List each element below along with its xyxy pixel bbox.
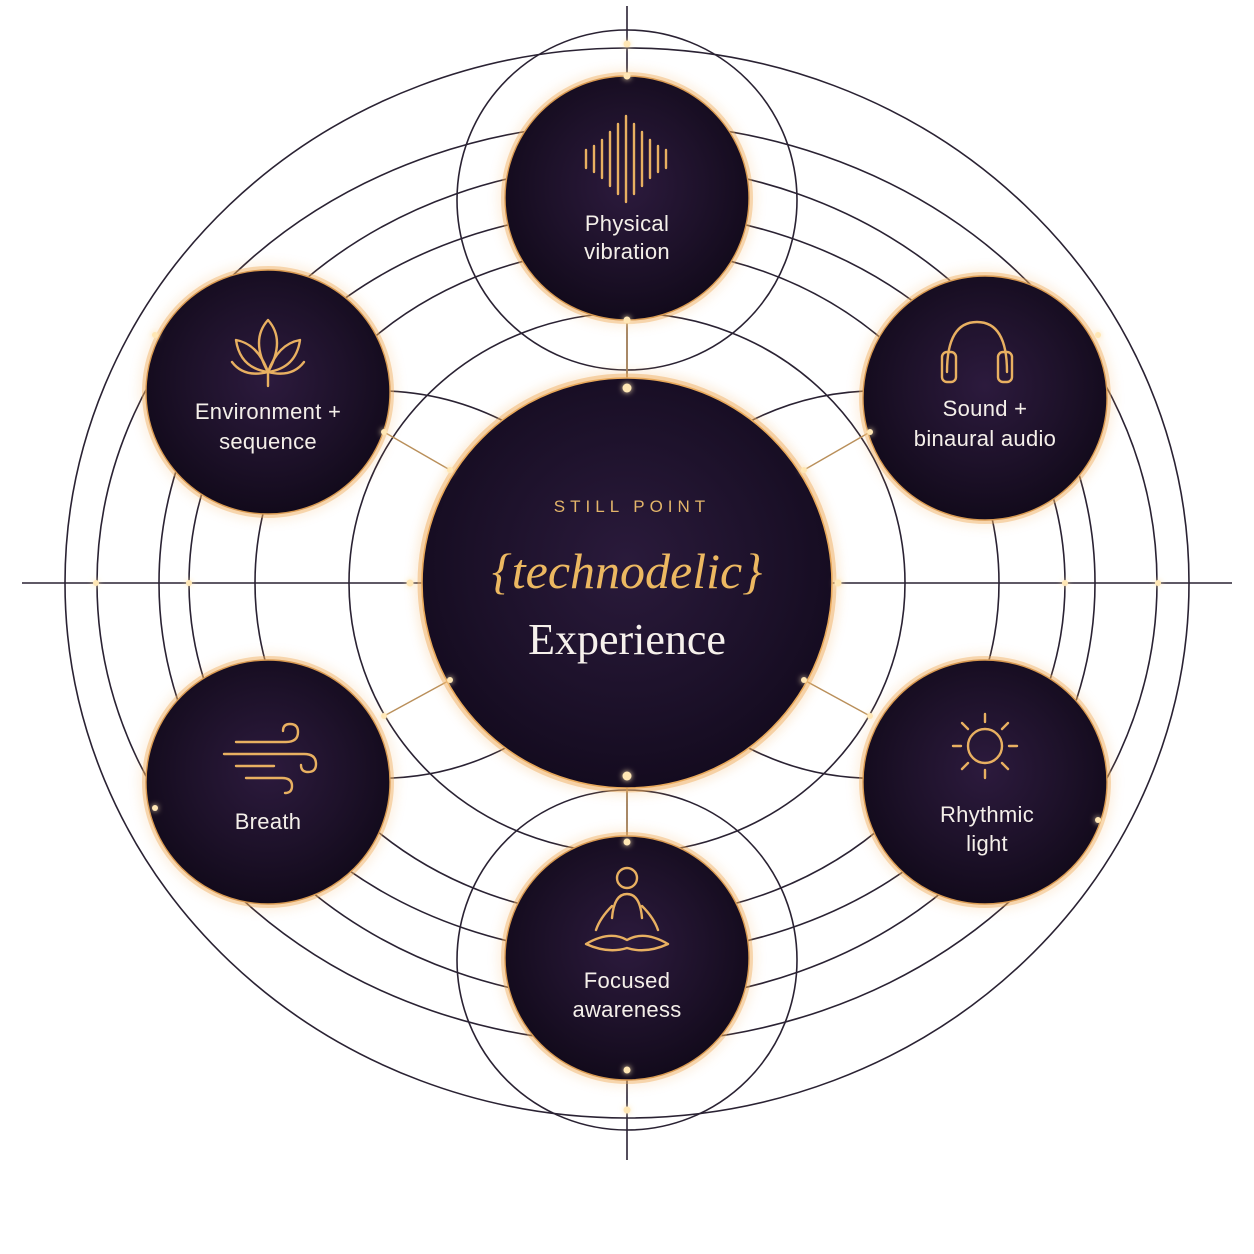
node-label-line-1: Physical [585,211,669,236]
spoke-upper-right [803,431,871,471]
sparkle [623,1106,631,1114]
lotus-icon [230,318,306,388]
sparkle [1155,580,1161,586]
sparkle [1062,580,1068,586]
sound-wave-icon [584,114,668,204]
sparkle [623,1066,631,1074]
sparkle [867,713,873,719]
node-label-line-1: Sound + [943,396,1028,421]
center-title: {technodelic} [492,543,762,599]
center-orb: STILL POINT {technodelic} Experience [417,373,837,793]
sparkle [186,580,192,586]
spoke-lower-right [803,679,871,717]
sparkle-points [93,40,1161,1114]
node-label-line-2: binaural audio [914,426,1056,451]
node-breath: Breath [142,656,394,908]
sparkle [623,838,631,846]
node-rhythmic-light: Rhythmic light [859,656,1111,908]
node-focused-awareness: Focused awareness [501,832,753,1084]
sparkle [801,467,807,473]
sparkle [406,579,414,587]
node-label-line-1: Breath [235,809,302,834]
sparkle [623,40,631,48]
sparkle [447,467,453,473]
outer-ring [64,47,1190,1119]
sparkle [623,316,631,324]
sparkle [152,805,158,811]
meditation-figure-icon [584,866,670,952]
node-environment-sequence: Environment + sequence [142,266,394,518]
sun-icon [951,712,1019,780]
node-label-line-1: Environment + [195,399,341,424]
center-kicker: STILL POINT [554,497,710,516]
sparkle [622,383,632,393]
node-label-line-2: light [966,831,1008,856]
node-label-line-1: Focused [584,968,670,993]
sparkle [381,429,387,435]
sparkle [622,771,632,781]
node-label-line-2: sequence [219,429,317,454]
sparkle [1095,817,1101,823]
spoke-upper-left [383,431,451,471]
sparkle [1095,332,1101,338]
sparkle [867,429,873,435]
sparkle [623,72,631,80]
node-sound-binaural: Sound + binaural audio [859,272,1111,524]
spoke-lower-left [383,679,451,717]
node-label-line-2: vibration [584,239,670,264]
headphones-icon [940,320,1014,384]
sparkle [93,580,99,586]
sparkle [447,677,453,683]
wind-icon [222,722,318,795]
sparkle [381,713,387,719]
node-label-line-2: awareness [572,997,681,1022]
node-label-line-1: Rhythmic [940,802,1034,827]
sparkle [801,677,807,683]
sparkle [152,332,158,338]
node-physical-vibration: Physical vibration [501,72,753,324]
center-subtitle: Experience [528,615,726,664]
sparkle [834,579,842,587]
